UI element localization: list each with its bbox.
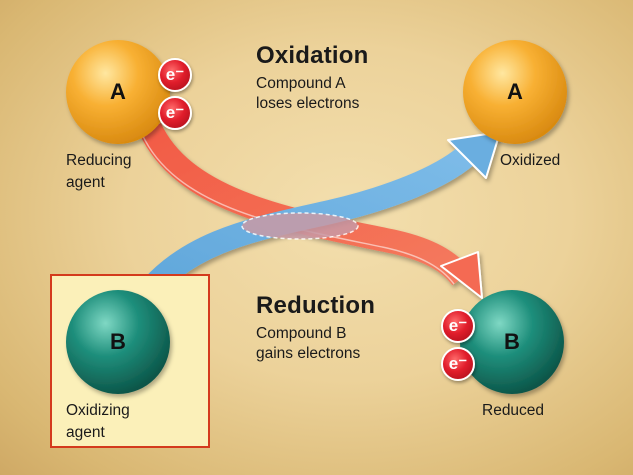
oxidation-line1: Compound A (256, 75, 346, 92)
compound-a-end-letter: A (507, 79, 523, 104)
electron-b-2: e⁻ (441, 347, 475, 381)
compound-b-start-letter: B (110, 329, 126, 354)
electron-a-2: e⁻ (158, 96, 192, 130)
reduction-line1: Compound B (256, 325, 347, 342)
arrow-crossing (241, 212, 359, 240)
compound-a-start-ball (66, 40, 170, 144)
compound-b-end-letter: B (504, 329, 520, 354)
reduction-line2: gains electrons (256, 345, 361, 362)
electron-b-1: e⁻ (441, 309, 475, 343)
reducing-agent-label-line2: agent (66, 174, 105, 191)
compound-b-end-ball (460, 290, 564, 394)
reduced-label: Reduced (482, 402, 545, 419)
oxidation-heading: Oxidation (256, 42, 369, 69)
oxidizing-agent-label-line2: agent (66, 424, 105, 441)
oxidized-label: Oxidized (500, 152, 561, 169)
reducing-agent-label-line1: Reducing (66, 152, 132, 169)
compound-a-start-letter: A (110, 79, 126, 104)
compound-flow-arrow (132, 131, 501, 308)
oxidation-line2: loses electrons (256, 95, 360, 112)
compound-b-start-ball (66, 290, 170, 394)
oxidizing-agent-label-line1: Oxidizing (66, 402, 130, 419)
reduction-heading: Reduction (256, 292, 376, 319)
compound-a-end-ball (463, 40, 567, 144)
electron-a-1: e⁻ (158, 58, 192, 92)
